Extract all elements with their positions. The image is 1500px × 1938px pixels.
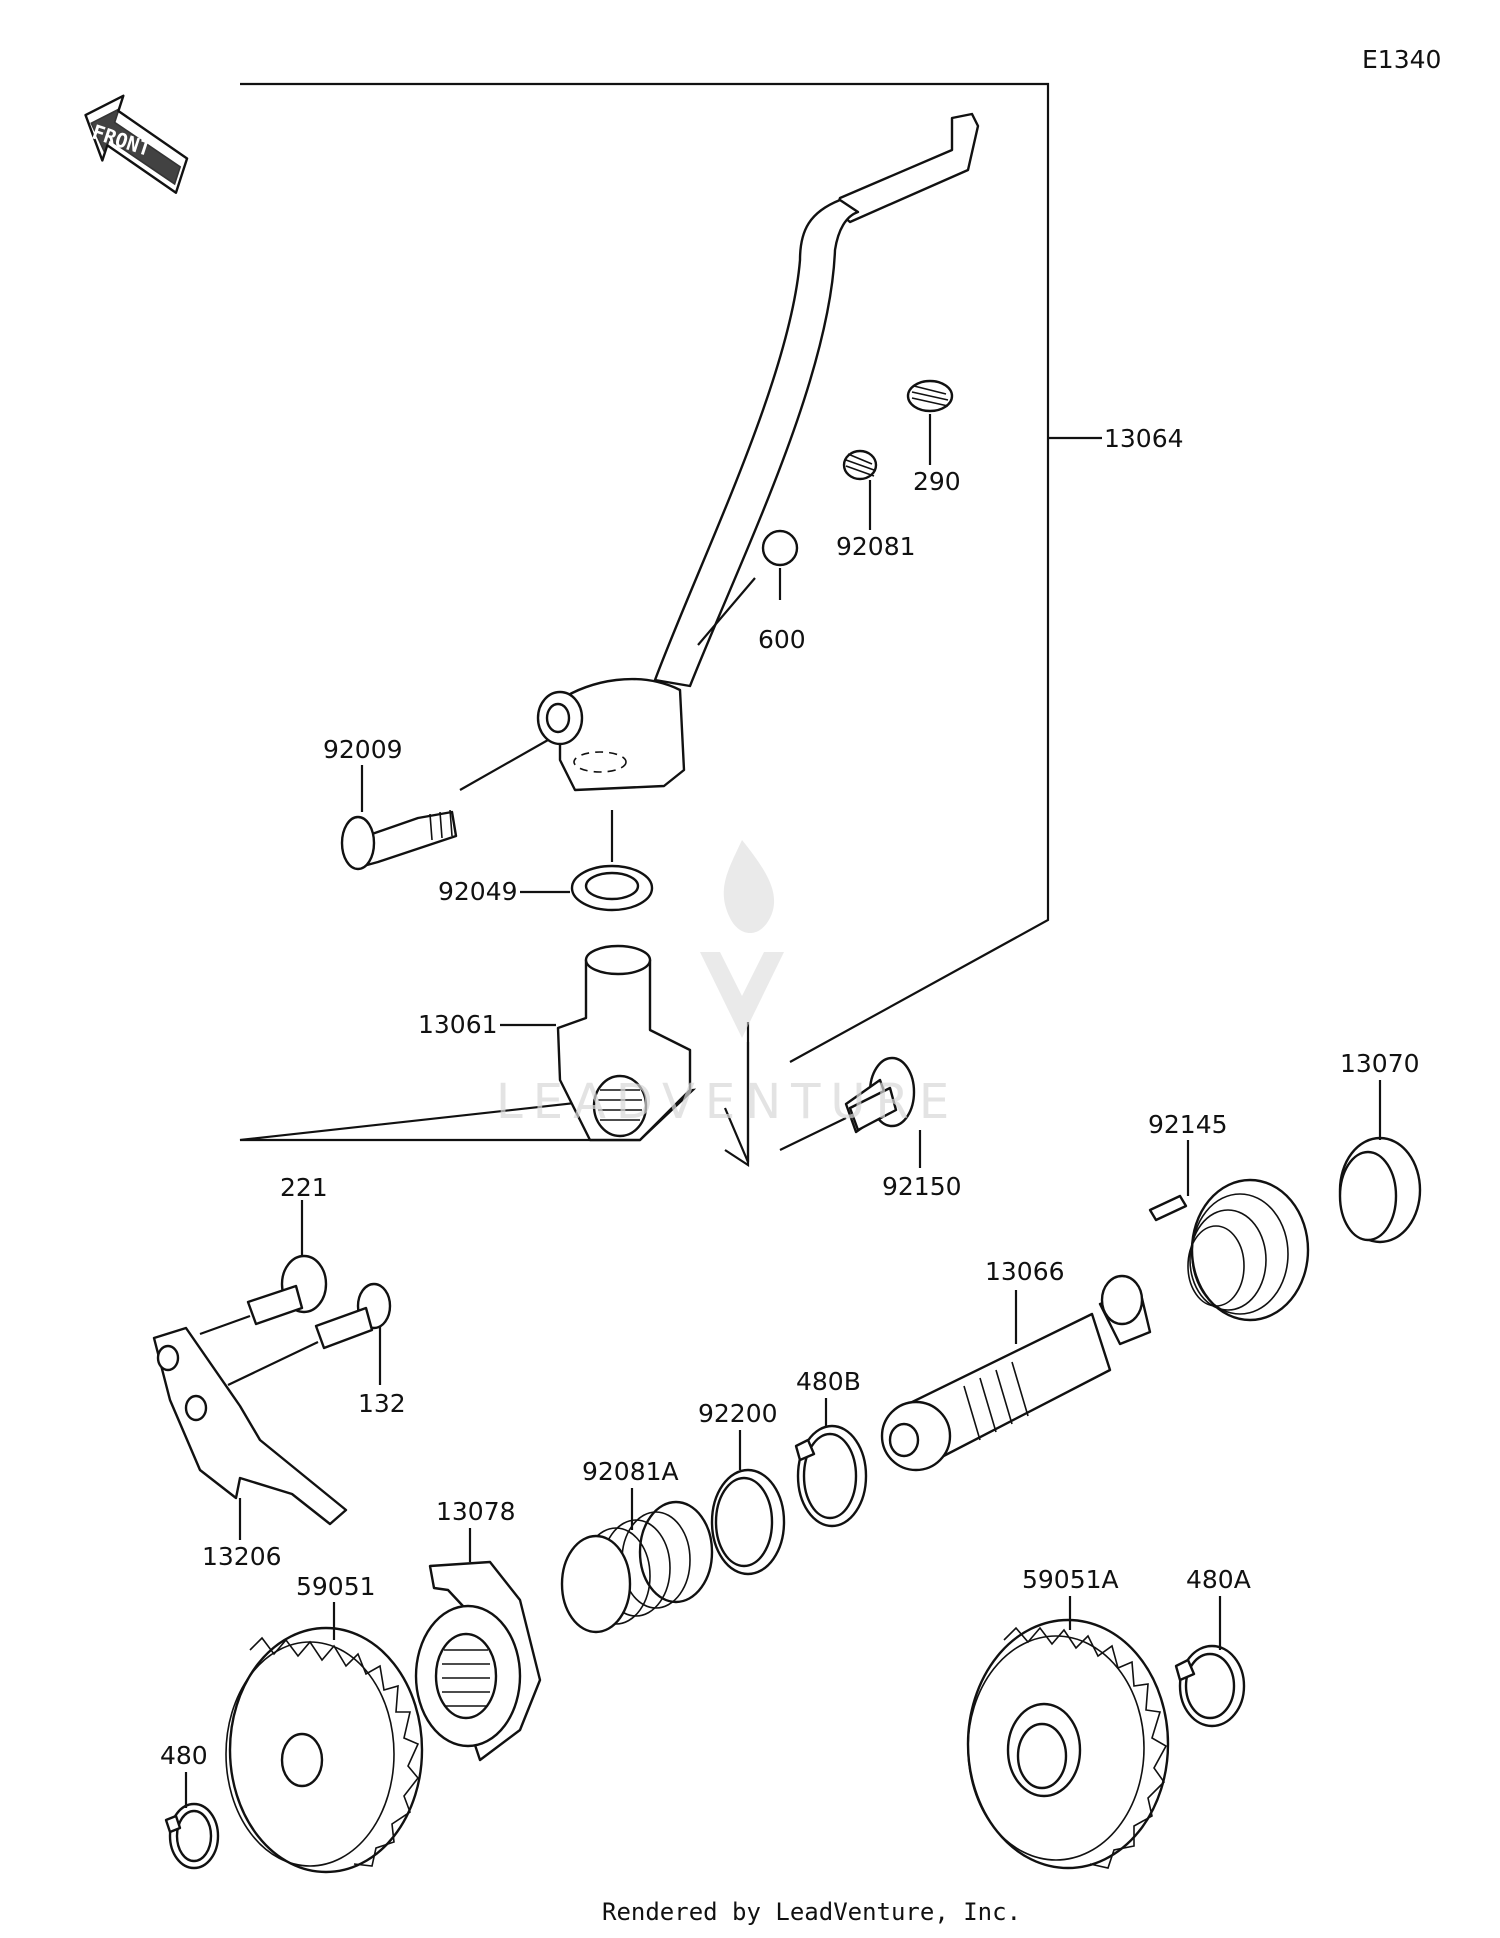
label-59051A: 59051A — [1022, 1565, 1119, 1594]
label-13066: 13066 — [985, 1257, 1065, 1286]
label-13206: 13206 — [202, 1542, 282, 1571]
label-600: 600 — [758, 625, 806, 654]
label-92150: 92150 — [882, 1172, 962, 1201]
leader-92009-axis — [459, 739, 549, 791]
watermark-logo: LEADVENTURE — [496, 840, 959, 1130]
part-92081-spring — [842, 449, 878, 481]
part-600-ball — [761, 529, 799, 567]
part-480B-circlip — [794, 1424, 868, 1528]
leader-92150-axis — [779, 1117, 847, 1151]
part-221-bolt — [246, 1254, 328, 1326]
front-arrow-icon: FRONT — [84, 94, 189, 194]
part-132-bolt — [314, 1282, 392, 1350]
kick-pedal-arm — [536, 112, 980, 792]
label-13078: 13078 — [436, 1497, 516, 1526]
label-290: 290 — [913, 467, 961, 496]
label-221: 221 — [280, 1173, 328, 1202]
part-480-circlip — [164, 1802, 220, 1870]
part-92145-spring — [1148, 1178, 1310, 1322]
part-92081A-spring — [560, 1500, 714, 1634]
label-480: 480 — [160, 1741, 208, 1770]
leader-221-axis — [199, 1314, 251, 1336]
label-92049: 92049 — [438, 877, 518, 906]
part-92009-bolt — [340, 809, 458, 871]
footer-credit: Rendered by LeadVenture, Inc. — [602, 1898, 1021, 1926]
label-59051: 59051 — [296, 1572, 376, 1601]
label-132: 132 — [358, 1389, 406, 1418]
part-59051-gear — [225, 1626, 424, 1874]
label-13070: 13070 — [1340, 1049, 1420, 1078]
part-92200-washer — [710, 1468, 786, 1576]
part-13078-ratchet — [414, 1560, 542, 1762]
part-13070-collar — [1338, 1136, 1422, 1244]
diagram-code: E1340 — [1362, 45, 1441, 74]
break-line — [724, 1022, 750, 1168]
part-13061-shaft — [556, 944, 692, 1142]
part-13066-shaft — [880, 1274, 1152, 1472]
label-13061: 13061 — [418, 1010, 498, 1039]
label-92200: 92200 — [698, 1399, 778, 1428]
label-480B: 480B — [796, 1367, 861, 1396]
label-480A: 480A — [1186, 1565, 1251, 1594]
part-290-plug — [906, 379, 954, 413]
label-92009: 92009 — [323, 735, 403, 764]
leader-132-axis — [227, 1341, 319, 1386]
label-92081: 92081 — [836, 532, 916, 561]
part-92049-washer — [570, 864, 654, 912]
leader-600-ball — [697, 577, 756, 646]
label-13064: 13064 — [1104, 424, 1184, 453]
part-92150-bolt — [844, 1056, 916, 1134]
part-13206-guide — [152, 1326, 348, 1526]
label-92145: 92145 — [1148, 1110, 1228, 1139]
watermark-text: LEADVENTURE — [496, 1074, 959, 1130]
part-59051A-gear — [966, 1618, 1170, 1870]
label-92081A: 92081A — [582, 1457, 679, 1486]
part-480A-circlip — [1174, 1644, 1246, 1728]
